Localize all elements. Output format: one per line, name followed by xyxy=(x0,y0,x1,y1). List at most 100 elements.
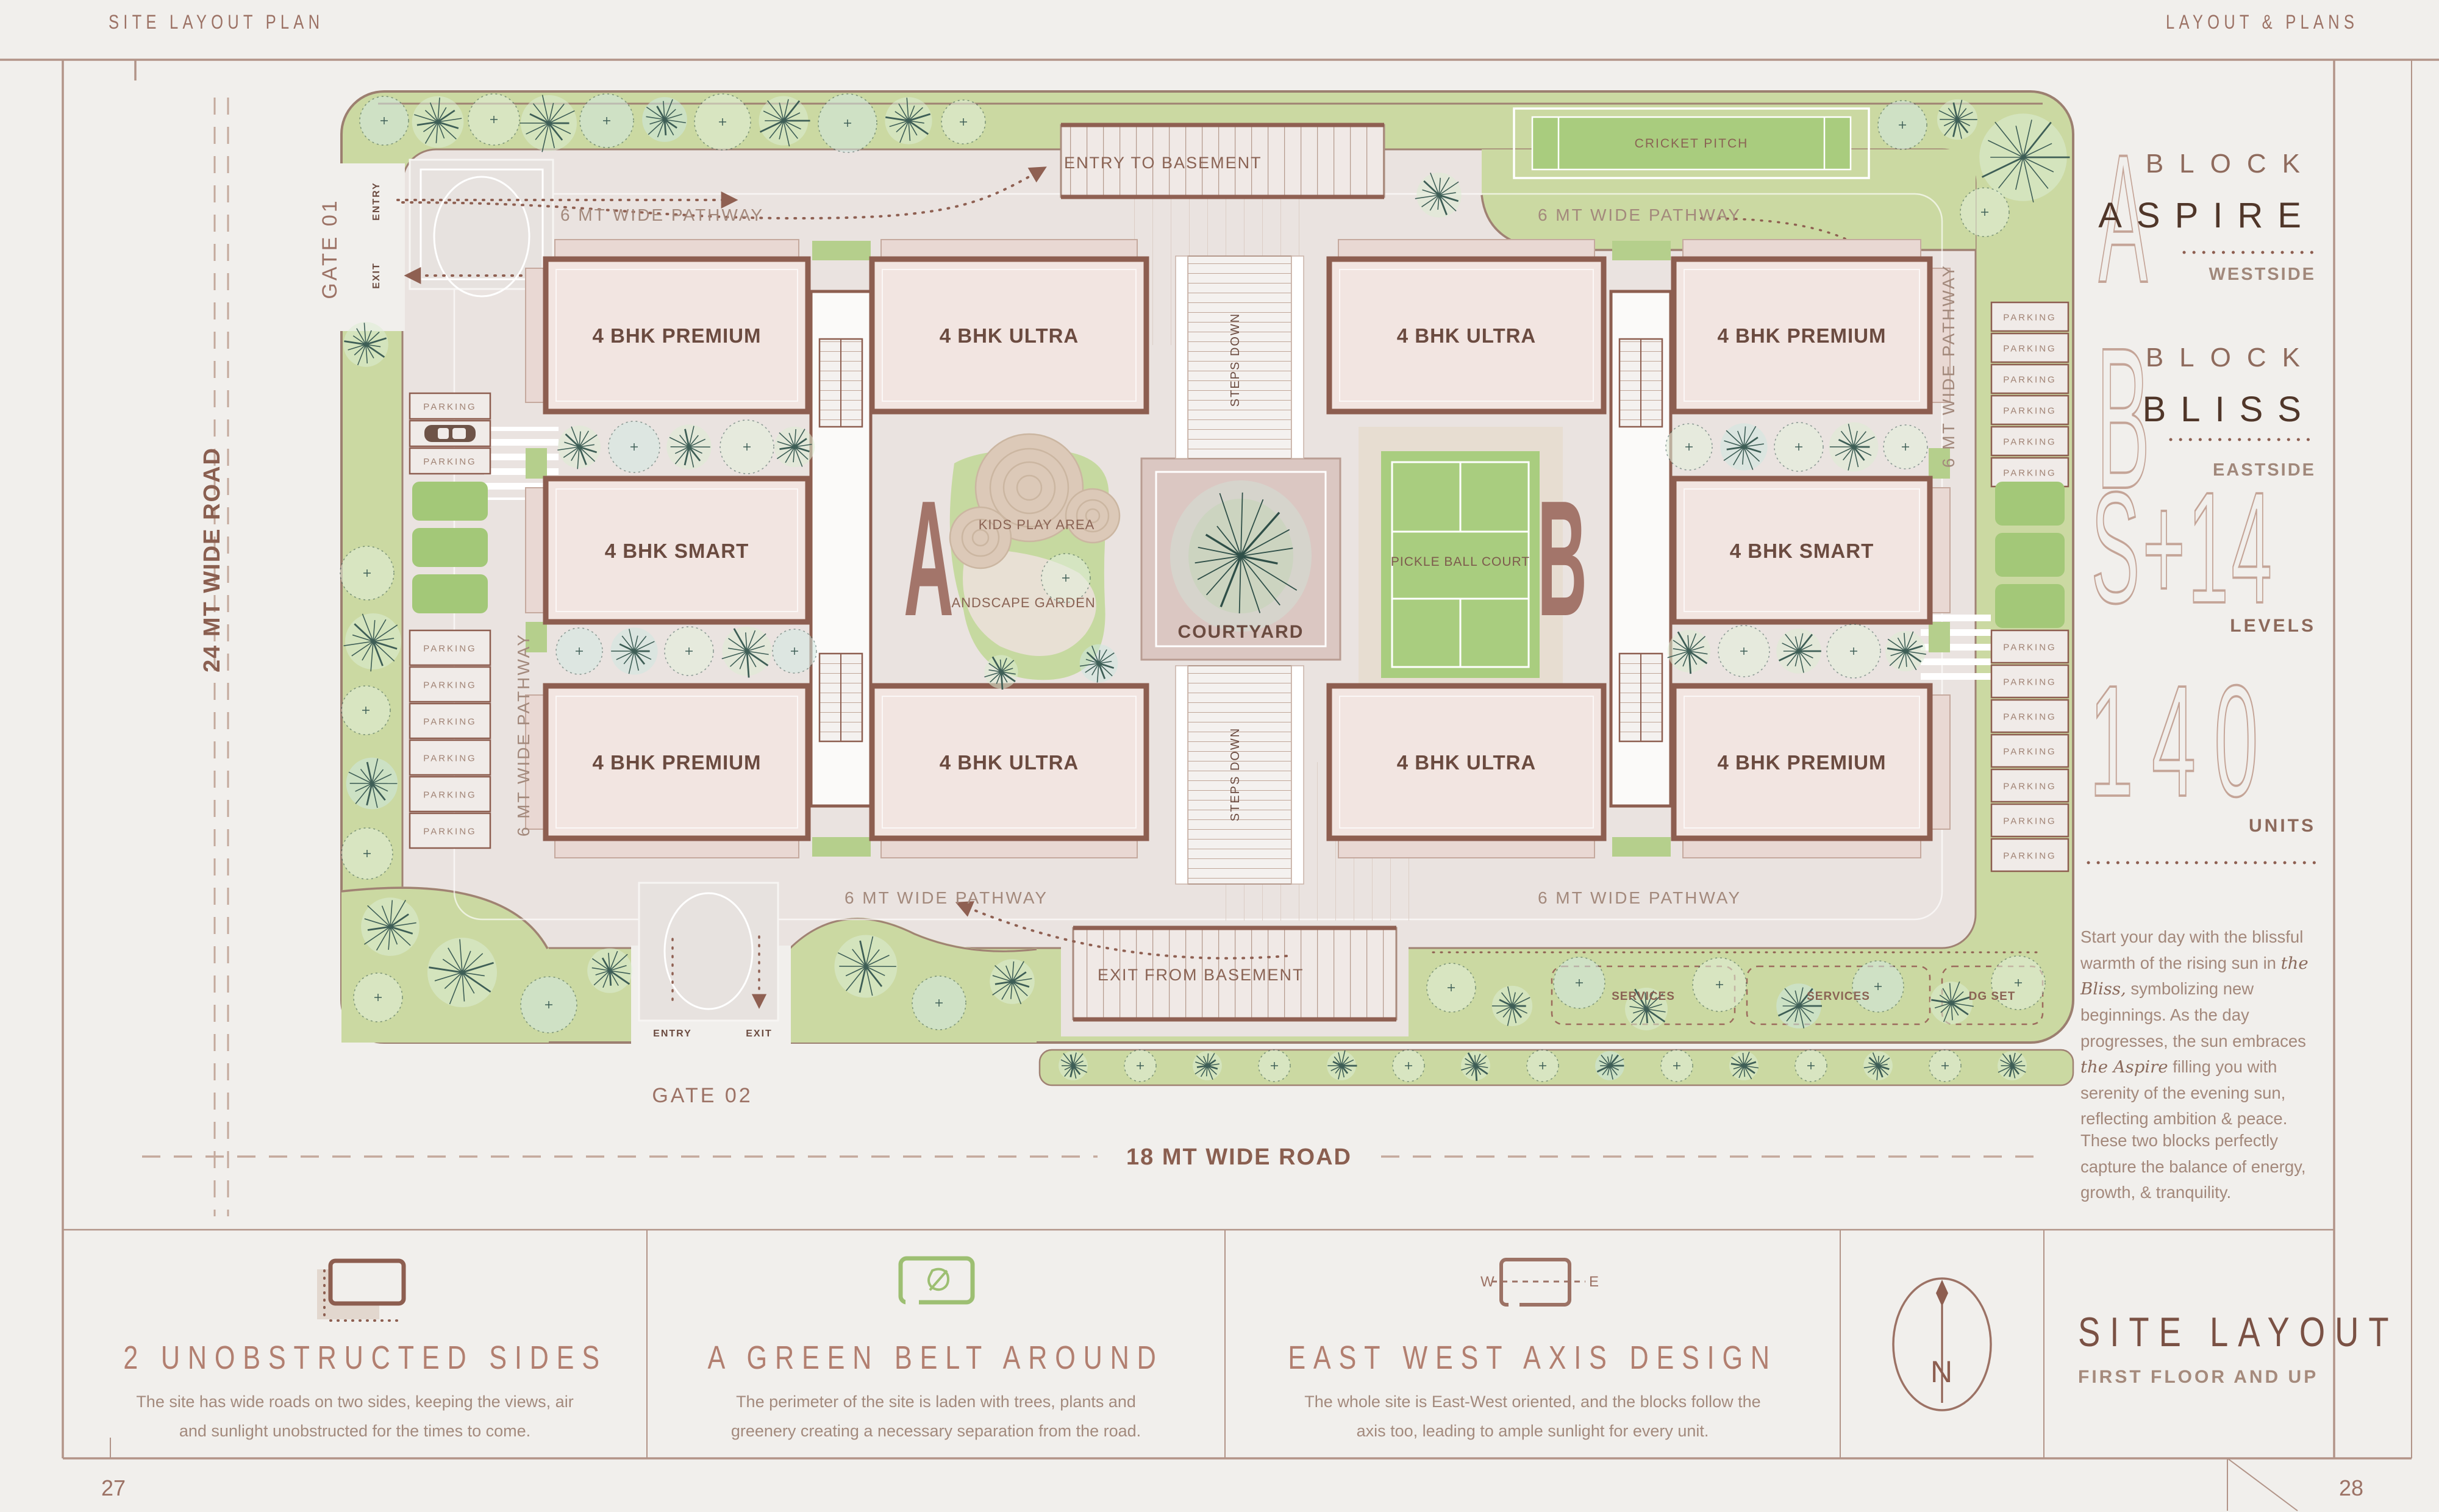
tree-icon xyxy=(1776,983,1822,1029)
parking-stall xyxy=(409,739,491,776)
tree-belt xyxy=(340,93,2070,1082)
compass-icon: N xyxy=(1892,1277,1992,1411)
svg-text:W: W xyxy=(1480,1274,1494,1290)
plan-labels: 24 MT WIDE ROAD 18 MT WIDE ROAD GATE 01 … xyxy=(199,137,2015,1170)
block-b-side: EASTSIDE xyxy=(2212,460,2316,480)
tree-icon xyxy=(412,96,464,148)
tree-icon xyxy=(1327,1050,1357,1080)
title-block-title: SITE LAYOUT xyxy=(2078,1309,2399,1355)
green-planter xyxy=(412,528,488,567)
panel-3-title: EAST WEST AXIS DESIGN xyxy=(1288,1339,1777,1376)
gate2-entry-label: ENTRY xyxy=(653,1029,692,1039)
block-b-kicker: BLOCK xyxy=(2145,343,2316,373)
block-a-kicker: BLOCK xyxy=(2145,149,2316,179)
parking-stall xyxy=(1990,332,2069,363)
pathway-top-east-label: 6 MT WIDE PATHWAY xyxy=(1538,205,1741,224)
tree-icon xyxy=(1258,1049,1291,1082)
tree-icon xyxy=(610,627,658,675)
tree-icon xyxy=(361,897,420,956)
tree-icon xyxy=(1193,1051,1222,1080)
exit-basement-label: EXIT FROM BASEMENT xyxy=(1098,966,1304,984)
tree-icon xyxy=(1729,1051,1759,1080)
page-number-right: 28 xyxy=(2339,1475,2364,1500)
sidebar-paragraph-1: Start your day with the blissful warmth … xyxy=(2080,927,2309,1129)
tree-icon xyxy=(1774,422,1824,472)
tree-icon xyxy=(1991,955,2046,1010)
tree-icon xyxy=(468,93,520,146)
tree-icon xyxy=(1415,173,1462,218)
tree-icon xyxy=(1998,1051,2027,1080)
tree-icon xyxy=(341,685,391,735)
dg-set-label: DG SET xyxy=(1969,990,2016,1003)
tree-icon xyxy=(1718,625,1770,677)
tree-icon xyxy=(1553,957,1605,1009)
tree-icon xyxy=(912,975,966,1030)
compass-n-label: N xyxy=(1930,1355,1954,1389)
tree-icon xyxy=(1692,957,1747,1012)
tree-icon xyxy=(984,655,1018,690)
car-icon xyxy=(424,425,476,442)
tree-icon xyxy=(353,972,403,1022)
panel-3-body-2: axis too, leading to ample sunlight for … xyxy=(1356,1422,1709,1440)
parking-stall xyxy=(1990,838,2069,872)
parking-stall-label: PARKING xyxy=(423,680,476,691)
services-label-1: SERVICES xyxy=(1612,990,1675,1003)
tree-icon xyxy=(1852,960,1904,1013)
parking-stall xyxy=(409,702,491,740)
panel-2-body-1: The perimeter of the site is laden with … xyxy=(736,1393,1136,1411)
parking-stall-label: PARKING xyxy=(2003,344,2056,354)
tree-icon xyxy=(1883,424,1928,469)
tree-icon xyxy=(1041,553,1091,603)
panel-1-body-1: The site has wide roads on two sides, ke… xyxy=(136,1393,574,1411)
unit-label: 4 BHK SMART xyxy=(1730,540,1874,562)
tree-icon xyxy=(1960,187,2010,237)
parking-stall-label: PARKING xyxy=(2003,851,2056,861)
parking-stall xyxy=(1990,768,2069,803)
pickle-ball-court xyxy=(1359,427,1563,702)
parking-stall-label: PARKING xyxy=(2003,712,2056,722)
unit-label: 4 BHK ULTRA xyxy=(1397,324,1537,347)
parking-stall-label: PARKING xyxy=(423,754,476,764)
tree-icon xyxy=(885,97,932,144)
entry-basement-label: ENTRY TO BASEMENT xyxy=(1064,154,1262,172)
tree-icon xyxy=(343,322,388,367)
tree-icon xyxy=(1929,1049,1962,1082)
road-south-label: 18 MT WIDE ROAD xyxy=(1126,1144,1352,1170)
block-a-glyph: A xyxy=(2099,117,2148,321)
steps-down-north-label: STEPS DOWN xyxy=(1229,313,1242,407)
tree-icon xyxy=(1079,644,1118,683)
tree-icon xyxy=(555,627,603,675)
pathway-east-vertical-label: 6 MT WIDE PATHWAY xyxy=(1939,264,1958,468)
tree-icon xyxy=(721,626,772,678)
tree-icon xyxy=(1660,1049,1693,1082)
parking-stall xyxy=(1990,699,2069,733)
west-road xyxy=(213,98,229,1216)
title-block-subtitle: FIRST FLOOR AND UP xyxy=(2078,1367,2319,1387)
tree-icon xyxy=(1124,1049,1157,1082)
cricket-pitch xyxy=(1513,107,1870,179)
units-value-glyph: 140 xyxy=(2090,652,2277,830)
tree-icon xyxy=(340,546,395,601)
tree-icon xyxy=(1392,1049,1425,1082)
green-planter xyxy=(1995,533,2065,577)
tree-icon xyxy=(1426,963,1476,1013)
levels-value-glyph: S+14 xyxy=(2091,459,2274,636)
landscape-garden xyxy=(949,433,1121,680)
parking-stall-label: PARKING xyxy=(2003,375,2056,385)
panel-2-body-2: greenery creating a necessary separation… xyxy=(730,1422,1141,1440)
parking-stall xyxy=(1990,664,2069,699)
unit-label: 4 BHK ULTRA xyxy=(940,324,1079,347)
tree-icon xyxy=(1877,100,1927,150)
parking-stall xyxy=(1990,426,2069,457)
parking-stall-label: PARKING xyxy=(423,644,476,654)
parking-stall-label: PARKING xyxy=(2003,782,2056,792)
buildings xyxy=(525,239,1951,858)
green-planter xyxy=(1995,482,2065,526)
parking-stall xyxy=(1990,803,2069,838)
courtyard-tree-icon xyxy=(1195,492,1298,614)
page-frame xyxy=(0,59,2439,1511)
landscape-garden-label: LANDSCAPE GARDEN xyxy=(943,595,1096,610)
parking-stall-label: PARKING xyxy=(423,790,476,801)
unit-label: 4 BHK ULTRA xyxy=(1397,751,1537,774)
parking-stall xyxy=(1990,629,2069,664)
